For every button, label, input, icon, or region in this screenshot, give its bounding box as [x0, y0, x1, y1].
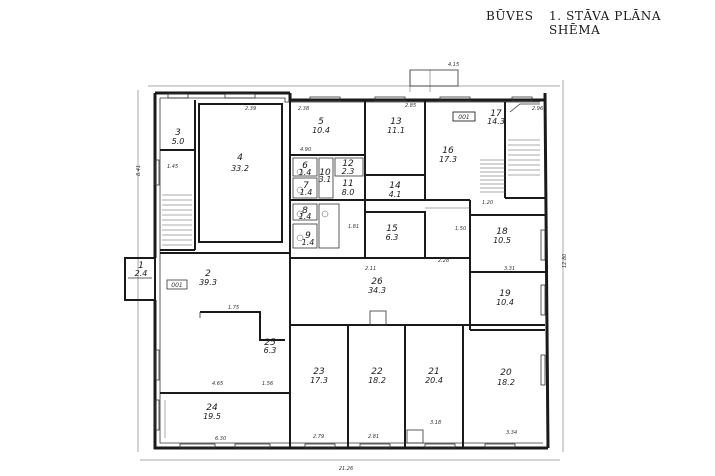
room-number-23: 23: [313, 367, 325, 377]
room-number-19: 19: [499, 289, 511, 299]
room-number-17: 17: [490, 109, 502, 119]
room-number-3: 3: [175, 128, 181, 138]
room-number-14: 14: [389, 181, 401, 191]
dim-top-4: 1.20: [482, 200, 493, 206]
right-rooms-walls: [470, 214, 545, 331]
entrance-tag-top: 001: [458, 114, 469, 121]
room-area-12: 2.3: [342, 167, 355, 176]
room-area-21: 20.4: [425, 376, 443, 385]
right-stair-block: [452, 102, 545, 199]
room-area-4: 33.2: [231, 164, 249, 173]
room-area-8: 1.4: [299, 212, 312, 221]
dim-top-5: 2.96: [532, 106, 543, 112]
room-number-9: 9: [305, 231, 311, 241]
room-area-9: 1.4: [302, 238, 315, 247]
room-area-7: 1.4: [300, 188, 313, 197]
room-number-8: 8: [302, 206, 308, 216]
dim-low-4: 2.81: [368, 434, 379, 440]
windows: [154, 93, 546, 449]
left-entrance-porch: [124, 257, 156, 301]
room-area-18: 10.5: [493, 236, 511, 245]
header-left-title: BŪVES: [486, 9, 534, 23]
room-number-6: 6: [302, 161, 308, 171]
room-area-16: 17.3: [439, 155, 457, 164]
room-number-18: 18: [496, 227, 508, 237]
dim-low-2: 6.30: [215, 436, 226, 442]
room-number-4: 4: [237, 153, 243, 163]
room-number-25: 25: [264, 338, 276, 348]
room-number-7: 7: [303, 181, 309, 191]
room-number-1: 1: [138, 261, 144, 271]
room-area-13: 11.1: [387, 126, 405, 135]
room-number-16: 16: [442, 146, 454, 156]
entrance-tag-left: 001: [171, 282, 182, 289]
dim-top-2: 2.85: [405, 103, 416, 109]
room-number-11: 11: [342, 179, 353, 189]
top-dimension-line: [148, 69, 560, 92]
room-area-19: 10.4: [496, 298, 514, 307]
room-area-5: 10.4: [312, 126, 330, 135]
room-area-14: 4.1: [389, 190, 402, 199]
room-number-24: 24: [206, 403, 218, 413]
dim-low-1: 1.56: [262, 381, 273, 387]
room-area-15: 6.3: [386, 233, 399, 242]
room-number-12: 12: [342, 159, 354, 169]
room-number-10: 10: [319, 168, 331, 178]
dim-top-1: 2.38: [298, 106, 309, 112]
outer-walls: [153, 91, 550, 450]
dim-mid-6: 1.75: [228, 305, 239, 311]
dim-mid-3: 1.50: [455, 226, 466, 232]
room-3-stair-block: [160, 100, 196, 251]
side-dimension-lines: [137, 80, 564, 461]
dim-mid-0: 4.90: [300, 147, 311, 153]
room-number-26: 26: [371, 277, 383, 287]
dim-low-3: 2.79: [313, 434, 324, 440]
dim-mid-4: 2.11: [365, 266, 376, 272]
room-area-24: 19.5: [203, 412, 221, 421]
room-area-20: 18.2: [497, 378, 515, 387]
room-area-3: 5.0: [172, 137, 185, 146]
dimension-labels: 2.39 2.38 2.85 4.15 1.20 2.96 4.90 1.45 …: [136, 62, 568, 472]
central-rooms-walls: [290, 100, 471, 330]
dim-top-3: 4.15: [448, 62, 459, 68]
dim-mid-7: 3.31: [504, 266, 515, 272]
entrance-tags: 001 001: [166, 111, 476, 290]
room-area-22: 18.2: [368, 376, 386, 385]
room-number-15: 15: [386, 224, 398, 234]
room-number-22: 22: [371, 367, 383, 377]
dim-top-0: 2.39: [245, 106, 256, 112]
left-lower-walls: [160, 252, 291, 448]
dim-low-6: 3.34: [506, 430, 517, 436]
dim-side-right: 12.80: [562, 254, 568, 268]
dim-low-5: 3.18: [430, 420, 441, 426]
dim-mid-5: 2.28: [438, 258, 449, 264]
bottom-rooms-walls: [290, 310, 545, 448]
dim-total-bottom: 21.26: [339, 466, 353, 472]
room-area-2: 39.3: [199, 278, 217, 287]
room-area-11: 8.0: [342, 188, 355, 197]
room-area-17: 14.3: [487, 117, 505, 126]
room-labels: 1 2.4 2 39.3 3 5.0 4 33.2 5 10.4 6 1.4 7…: [135, 109, 515, 421]
room-area-26: 34.3: [368, 286, 386, 295]
room-number-21: 21: [428, 367, 439, 377]
dim-mid-1: 1.45: [167, 164, 178, 170]
room-area-1: 2.4: [135, 269, 148, 278]
room-area-10: 3.1: [319, 175, 332, 184]
room-number-13: 13: [390, 117, 402, 127]
room-number-20: 20: [500, 368, 512, 378]
room-number-5: 5: [318, 117, 324, 127]
header-plan-title: 1. STĀVA PLĀNA SHĒMA: [549, 9, 662, 37]
room-area-23: 17.3: [310, 376, 328, 385]
room-area-25: 6.3: [264, 346, 277, 355]
room-4-walls: [198, 103, 283, 243]
room-area-6: 1.4: [299, 168, 312, 177]
room-number-2: 2: [205, 269, 211, 279]
dim-side-left: 8.41: [136, 165, 142, 176]
dim-mid-2: 1.81: [348, 224, 359, 230]
dim-low-0: 4.65: [212, 381, 223, 387]
